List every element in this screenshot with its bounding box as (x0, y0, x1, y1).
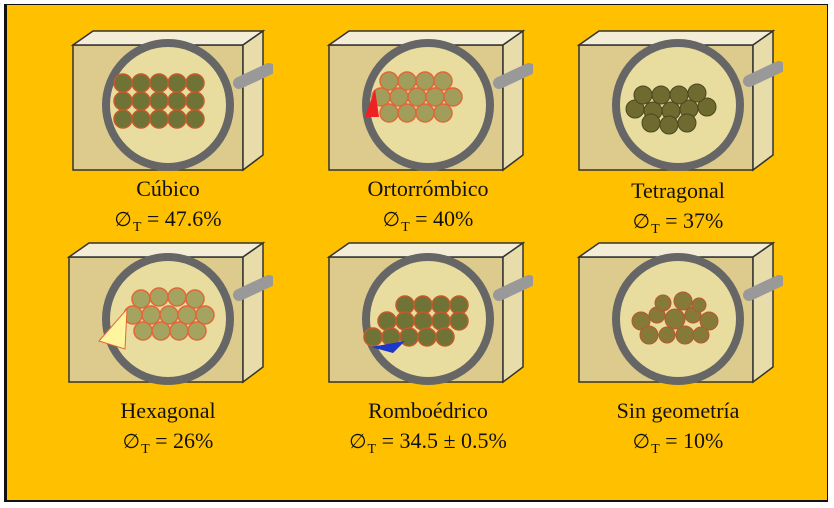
porosity-formula: ∅T = 37% (632, 208, 724, 237)
caption-hexagonal: Hexagonal ∅T = 26% (63, 397, 273, 459)
unit-cell-marker (365, 89, 379, 117)
porosity-formula: ∅T = 10% (632, 428, 724, 457)
packing-name: Romboédrico (368, 398, 488, 423)
caption-tetragonal: Tetragonal ∅T = 37% (573, 177, 783, 239)
packing-name: Ortorrómbico (367, 176, 489, 201)
caption-cubic: Cúbico ∅T = 47.6% (63, 175, 273, 237)
caption-rhombohedral: Romboédrico ∅T = 34.5 ± 0.5% (323, 397, 533, 459)
spheres-tetragonal (625, 83, 717, 135)
packing-hexagonal: Hexagonal ∅T = 26% (63, 237, 273, 477)
caption-no-geometry: Sin geometría ∅T = 10% (573, 397, 783, 459)
hexagonal-illustration (66, 241, 273, 385)
packing-name: Tetragonal (631, 178, 725, 203)
spheres-random (631, 291, 719, 345)
porosity-formula: ∅T = 40% (382, 206, 474, 235)
packing-name: Hexagonal (120, 398, 216, 423)
unit-cell-marker (98, 307, 128, 350)
porosity-formula: ∅T = 34.5 ± 0.5% (349, 428, 507, 457)
porosity-formula: ∅T = 26% (122, 428, 214, 457)
spheres-orthorhombic (371, 71, 463, 123)
unit-cell-marker (371, 341, 405, 353)
packing-rhombohedral: Romboédrico ∅T = 34.5 ± 0.5% (323, 237, 533, 477)
cubic-illustration (70, 29, 273, 172)
rhombohedral-illustration (326, 241, 533, 385)
spheres-rhombohedral (363, 295, 469, 347)
packing-name: Cúbico (136, 176, 200, 201)
packing-orthorhombic: Ortorrómbico ∅T = 40% (323, 25, 533, 245)
caption-orthorhombic: Ortorrómbico ∅T = 40% (323, 175, 533, 237)
packing-name: Sin geometría (616, 398, 740, 423)
packing-tetragonal: Tetragonal ∅T = 37% (573, 25, 783, 245)
packing-no-geometry: Sin geometría ∅T = 10% (573, 237, 783, 477)
spheres-hexagonal (123, 287, 215, 341)
packing-porosity-panel: Cúbico ∅T = 47.6% Ortorrómbico ∅T = 40% (4, 4, 828, 502)
porosity-formula: ∅T = 47.6% (114, 206, 222, 235)
no-geometry-illustration (576, 241, 783, 385)
packing-cubic: Cúbico ∅T = 47.6% (63, 25, 273, 245)
tetragonal-illustration (576, 29, 783, 172)
orthorhombic-illustration (326, 29, 533, 172)
spheres-cubic (113, 73, 205, 129)
